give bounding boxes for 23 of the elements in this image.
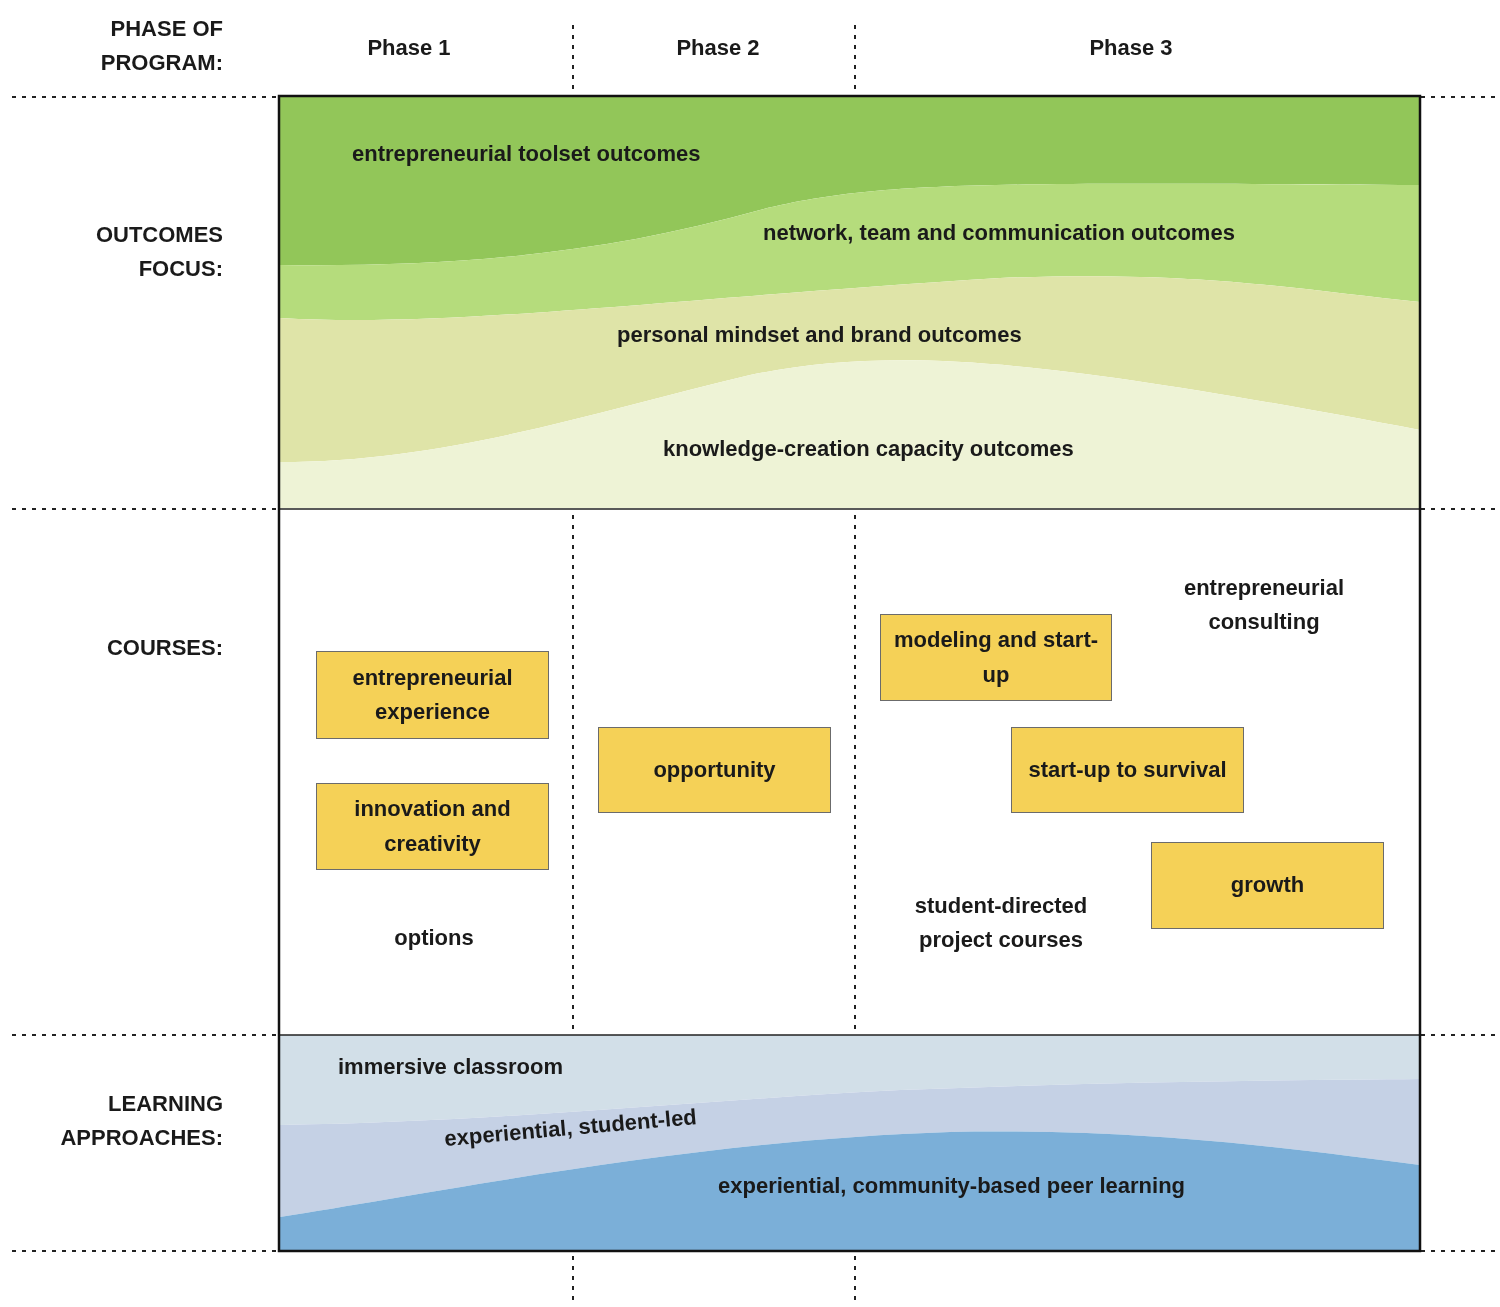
row-heading: COURSES: bbox=[105, 634, 223, 662]
phase-heading: Phase 2 bbox=[675, 34, 761, 62]
band-label: knowledge-creation capacity outcomes bbox=[663, 435, 1074, 463]
band-label: personal mindset and brand outcomes bbox=[617, 321, 1022, 349]
phase-heading: Phase 3 bbox=[1088, 34, 1174, 62]
row-heading: PHASE OF PROGRAM: bbox=[99, 15, 223, 78]
band-label: immersive classroom bbox=[338, 1053, 564, 1081]
band-label: experiential, community-based peer learning bbox=[718, 1172, 1186, 1200]
course-label: student-directed project courses bbox=[913, 892, 1089, 955]
course-box: opportunity bbox=[598, 727, 831, 813]
phase-heading: Phase 1 bbox=[366, 34, 452, 62]
course-box: entrepreneurial experience bbox=[316, 651, 549, 739]
course-box: modeling and start-up bbox=[880, 614, 1112, 701]
row-heading: LEARNING APPROACHES: bbox=[59, 1090, 223, 1153]
course-label: entrepreneurial consulting bbox=[1182, 574, 1346, 637]
course-box: start-up to survival bbox=[1011, 727, 1244, 813]
band-label: experiential, student-led bbox=[443, 1103, 699, 1153]
course-box: growth bbox=[1151, 842, 1384, 929]
row-heading: OUTCOMES FOCUS: bbox=[94, 221, 223, 284]
band-label: network, team and communication outcomes bbox=[763, 219, 1235, 247]
band-label: entrepreneurial toolset outcomes bbox=[352, 140, 701, 168]
course-label: options bbox=[393, 924, 475, 952]
course-box: innovation and creativity bbox=[316, 783, 549, 870]
